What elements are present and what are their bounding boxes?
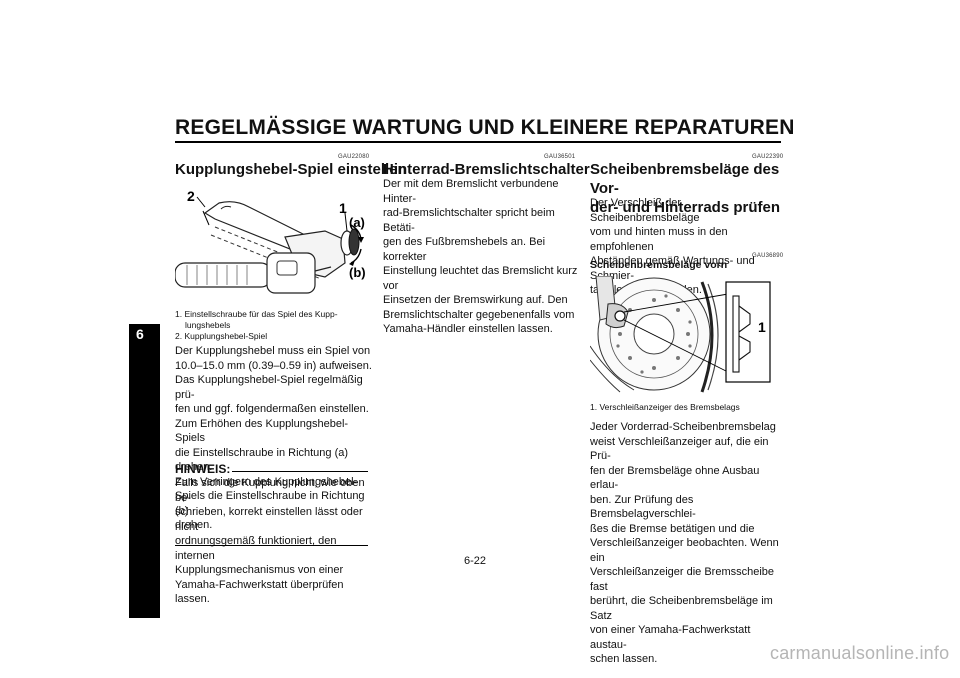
text-line: Zum Erhöhen des Kupplungshebel-Spiels bbox=[175, 417, 349, 445]
text-line: Der Verschleiß der Scheibenbremsbeläge bbox=[590, 197, 700, 224]
brake-light-body-text: Der mit dem Bremslicht verbundene Hinter… bbox=[383, 177, 583, 337]
text-line: die Einstellschraube in Richtung (a) dre… bbox=[175, 446, 349, 474]
text-line: Einsetzen der Bremswirkung auf. Den bbox=[383, 294, 568, 306]
text-line: gen des Fußbremshebels an. Bei korrekter bbox=[383, 236, 546, 263]
text-line: Yamaha-Händler einstellen lassen. bbox=[383, 323, 553, 335]
text-line: Einstellung leuchtet das Bremslicht kurz… bbox=[383, 265, 578, 292]
section-code-clutch: GAU22080 bbox=[338, 154, 370, 160]
clutch-figure-captions: 1. Einstellschraube für das Spiel des Ku… bbox=[175, 309, 370, 342]
note-rule bbox=[232, 471, 368, 472]
text-line: fen der Bremsbeläge ohne Ausbau erlau- bbox=[590, 464, 760, 492]
note-bottom-rule bbox=[175, 545, 368, 546]
figure-label-1: 1 bbox=[339, 200, 347, 216]
watermark-link[interactable]: carmanualsonline.info bbox=[770, 643, 950, 663]
chapter-number: 6 bbox=[136, 326, 144, 342]
text-line: rad-Bremslichtschalter spricht beim Betä… bbox=[383, 207, 555, 234]
text-line: von einer Yamaha-Fachwerkstatt austau- bbox=[590, 624, 751, 651]
note-body: Falls sich die Kupplung nicht, wie oben … bbox=[175, 476, 375, 607]
clutch-lever-figure: 2 1 (a) (b) bbox=[174, 185, 375, 310]
text-line: Spiels die Einstellschraube in Richtung … bbox=[175, 490, 365, 517]
text-line: schen lassen. bbox=[590, 653, 658, 665]
figure-label-b: (b) bbox=[349, 265, 366, 280]
text-line: drehen. bbox=[175, 519, 213, 531]
text-line: ßes die Bremse betätigen und die bbox=[590, 522, 755, 535]
caption-item: 1. Verschleißanzeiger des Bremsbelags bbox=[590, 402, 740, 412]
text-line: Kupplungsmechanismus von einer bbox=[175, 564, 344, 576]
caption-item: 1. Einstellschraube für das Spiel des Ku… bbox=[175, 309, 338, 330]
brake-pads-body-text: Jeder Vorderrad-Scheibenbremsbelag weist… bbox=[590, 420, 790, 667]
text-line: Verschleißanzeiger beobachten. Wenn ein bbox=[590, 537, 779, 564]
note-title: HINWEIS: bbox=[175, 462, 231, 476]
text-line: Der Kupplungshebel muss ein Spiel von bbox=[175, 345, 371, 357]
text-line: Der mit dem Bremslicht verbundene Hinter… bbox=[383, 178, 559, 205]
text-line: Zum Verringern des Kupplungshebel- bbox=[175, 475, 358, 488]
text-line: ben. Zur Prüfung des Bremsbelagverschlei… bbox=[590, 493, 696, 521]
brake-figure-caption: 1. Verschleißanzeiger des Bremsbelags bbox=[590, 402, 785, 413]
chapter-tab bbox=[129, 324, 160, 618]
section-code-front-pads: GAU36890 bbox=[752, 253, 784, 259]
text-line: Bremslichtschalter gegebenenfalls vom bbox=[383, 308, 575, 321]
page-number: 6-22 bbox=[464, 555, 487, 567]
heading-brake-light-switch: Hinterrad-Bremslichtschalter bbox=[383, 161, 590, 178]
section-code-brake-pads: GAU22390 bbox=[752, 154, 784, 160]
front-brake-figure: 1 bbox=[589, 275, 782, 401]
heading-brake-pads: Scheibenbremsbeläge des Vor- der- und Hi… bbox=[590, 160, 790, 217]
figure-label-1: 1 bbox=[758, 319, 766, 335]
text-line: Das Kupplungshebel-Spiel regelmäßig prü- bbox=[175, 374, 363, 401]
figure-label-a: (a) bbox=[349, 215, 365, 230]
text-line: vom und hinten muss in den empfohlenen bbox=[590, 226, 728, 253]
text-line: schrieben, korrekt einstellen lässt oder… bbox=[175, 506, 363, 533]
text-line: weist Verschleißanzeiger auf, die ein Pr… bbox=[590, 435, 769, 463]
text-line: Yamaha-Fachwerkstatt überprüfen lassen. bbox=[175, 578, 344, 606]
caption-item: 2. Kupplungshebel-Spiel bbox=[175, 331, 268, 341]
heading-line: Scheibenbremsbeläge des Vor- bbox=[590, 161, 780, 197]
text-line: Jeder Vorderrad-Scheibenbremsbelag bbox=[590, 421, 776, 433]
page-title: REGELMÄSSIGE WARTUNG UND KLEINERE REPARA… bbox=[175, 116, 795, 139]
heading-line: der- und Hinterrads prüfen bbox=[590, 199, 781, 216]
subheading-front-pads: Scheibenbremsbeläge vorn bbox=[590, 259, 728, 271]
text-line: Falls sich die Kupplung nicht, wie oben … bbox=[175, 477, 365, 504]
section-code-brake-light: GAU36501 bbox=[544, 154, 576, 160]
title-rule bbox=[175, 141, 781, 143]
clutch-body-text: Der Kupplungshebel muss ein Spiel von 10… bbox=[175, 344, 375, 533]
text-line: berührt, die Scheibenbremsbeläge im Satz bbox=[590, 595, 773, 622]
figure-label-2: 2 bbox=[187, 188, 195, 204]
heading-clutch-lever: Kupplungshebel-Spiel einstellen bbox=[175, 161, 407, 178]
text-line: 10.0–15.0 mm (0.39–0.59 in) aufweisen. bbox=[175, 359, 372, 372]
text-line: fen und ggf. folgendermaßen einstellen. bbox=[175, 403, 369, 415]
text-line: Verschleißanzeiger die Bremsscheibe fast bbox=[590, 566, 775, 593]
text-line: ordnungsgemäß funktioniert, den internen bbox=[175, 535, 337, 562]
